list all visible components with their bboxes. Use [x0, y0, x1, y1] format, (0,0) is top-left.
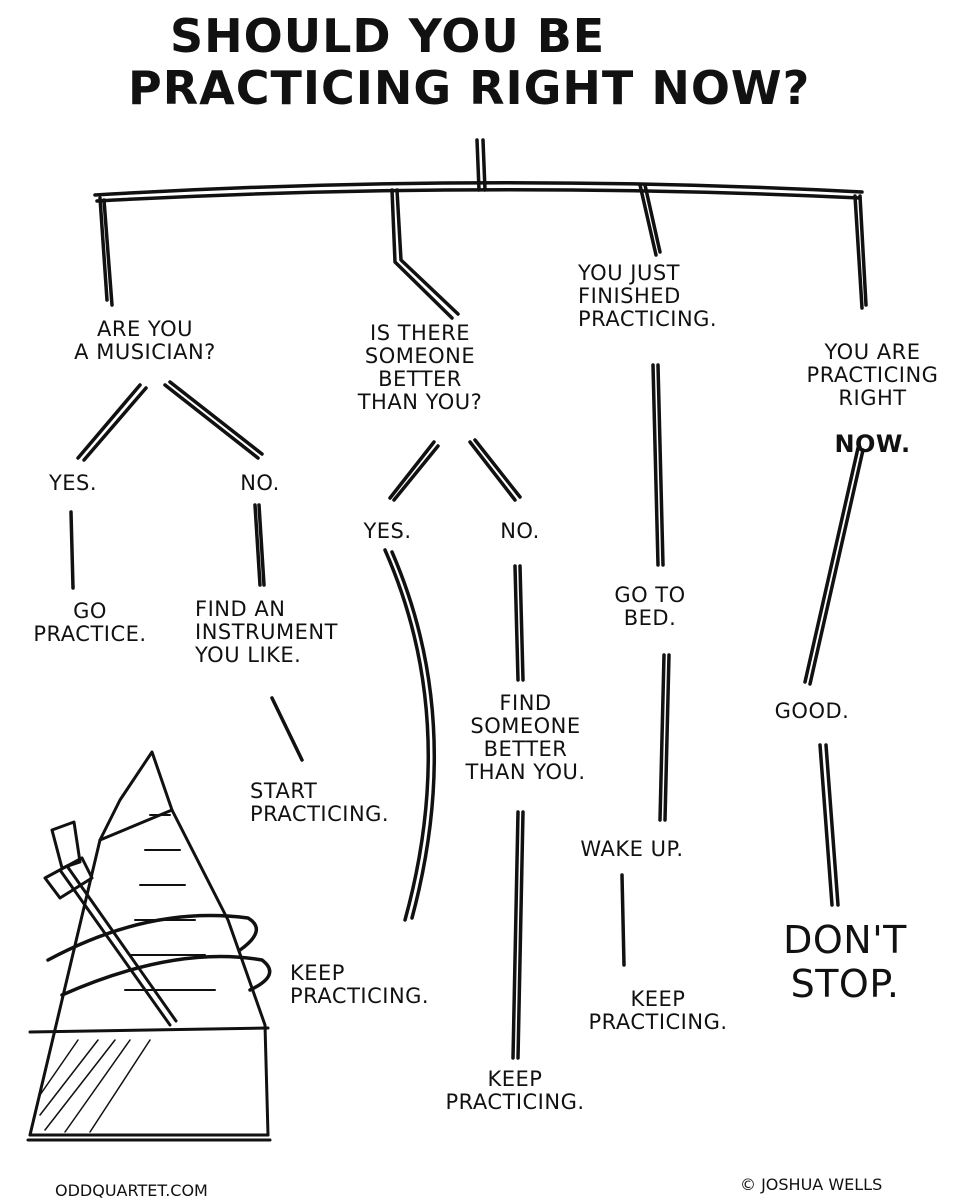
- connector-go-practice: [69, 510, 75, 590]
- question-musician: ARE YOU A MUSICIAN?: [74, 317, 216, 364]
- connector-keep-practicing-yes: [383, 548, 436, 922]
- statement-practicing-now: YOU ARE PRACTICING RIGHT NOW.: [785, 318, 960, 457]
- metronome-icon: [26, 750, 272, 1142]
- connector-wake-up: [658, 653, 671, 822]
- connector-musician: [98, 196, 114, 307]
- connector-musician-no: [163, 380, 264, 460]
- title-line-2: PRACTICING RIGHT NOW?: [128, 61, 811, 115]
- answer-musician-no: NO.: [240, 471, 280, 495]
- connector-musician-yes: [76, 383, 148, 462]
- step-keep-practicing-finished: KEEP PRACTICING.: [588, 987, 728, 1034]
- connector-find-instrument: [253, 503, 266, 587]
- title-line-1: SHOULD YOU BE: [170, 9, 606, 63]
- connector-dont-stop: [818, 743, 840, 907]
- result-go-practice: GO PRACTICE.: [33, 599, 147, 646]
- connector-better-no: [468, 438, 522, 502]
- connector-start-practicing: [270, 696, 304, 762]
- question-someone-better: IS THERE SOMEONE BETTER THAN YOU?: [357, 321, 483, 414]
- step-wake-up: WAKE UP.: [580, 837, 684, 861]
- connector-better-yes: [388, 440, 440, 502]
- result-keep-practicing-better-no: KEEP PRACTICING.: [445, 1067, 585, 1114]
- credit-website: ODDQUARTET.COM: [55, 1181, 208, 1200]
- answer-better-no: NO.: [500, 519, 540, 543]
- connector-keep-practicing-no: [511, 810, 525, 1060]
- answer-better-yes: YES.: [363, 519, 412, 543]
- step-good: GOOD.: [774, 699, 850, 723]
- credit-author: © JOSHUA WELLS: [740, 1175, 883, 1194]
- connector-keep-practicing-3: [620, 873, 626, 967]
- statement-practicing-now-text: YOU ARE PRACTICING RIGHT: [806, 340, 939, 410]
- connector-go-to-bed: [651, 363, 665, 567]
- statement-just-finished: YOU JUST FINISHED PRACTICING.: [578, 261, 718, 331]
- page-title: SHOULD YOU BE PRACTICING RIGHT NOW?: [120, 10, 880, 114]
- result-keep-practicing-better-yes: KEEP PRACTICING.: [290, 961, 430, 1008]
- connector-just-finished: [638, 183, 662, 257]
- statement-practicing-now-emphasis: NOW.: [834, 430, 911, 458]
- step-dont-stop: DON'T STOP.: [783, 918, 907, 1006]
- connector-someone-better: [390, 188, 460, 320]
- result-find-instrument: FIND AN INSTRUMENT YOU LIKE.: [195, 597, 338, 667]
- connector-practicing-now: [853, 194, 868, 310]
- step-go-to-bed: GO TO BED.: [614, 583, 686, 630]
- root-bar: [93, 180, 864, 203]
- result-find-someone-better: FIND SOMEONE BETTER THAN YOU.: [465, 691, 586, 784]
- connector-good: [803, 446, 865, 686]
- connector-find-someone: [513, 564, 525, 682]
- result-start-practicing: START PRACTICING.: [250, 779, 390, 826]
- answer-musician-yes: YES.: [48, 471, 98, 495]
